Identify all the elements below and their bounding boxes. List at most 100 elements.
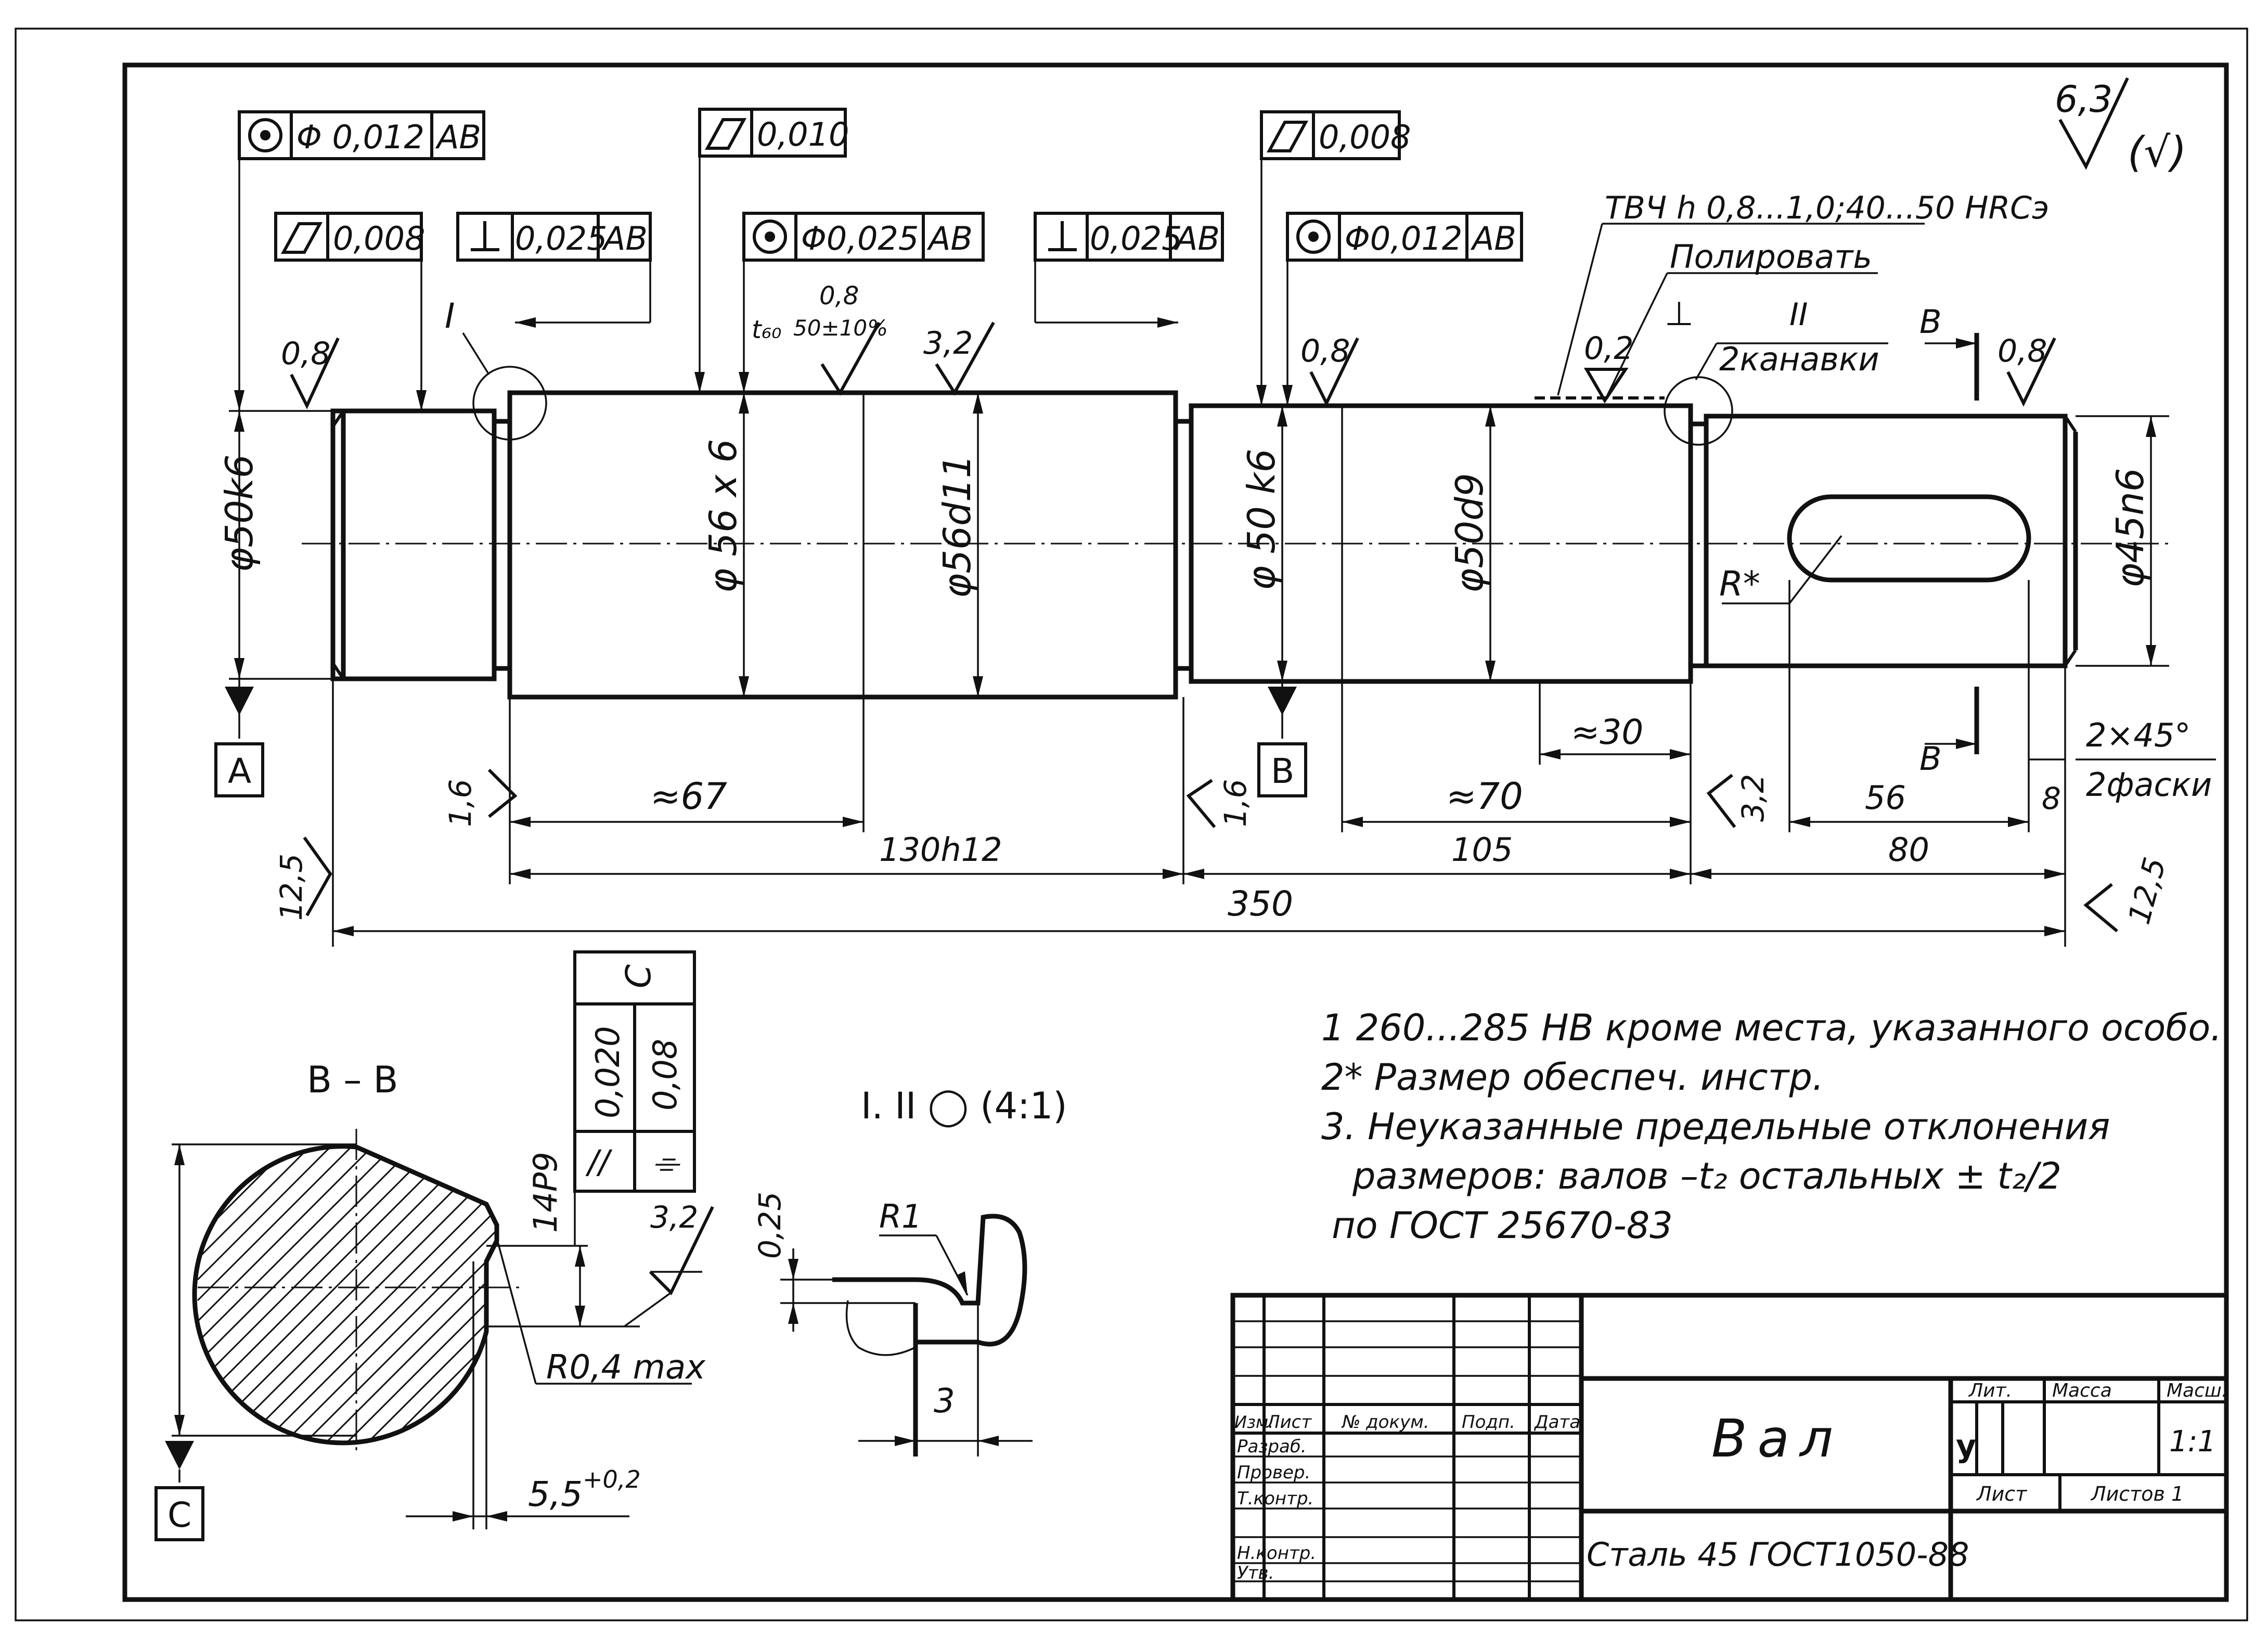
rough-r12: 50±10% [793,315,888,341]
length-dimensions: ≈30 ≈67 ≈70 56 8 2×45° 2фаски 130h12 105 [332,580,2216,947]
rough-r1: 0,8 [281,336,330,372]
tol5-value: Φ0,025 [801,220,919,257]
tolerance-frames: Φ 0,012 AB 0,008 0,025 AB 0,010 Φ0,02 [234,108,1523,411]
detail-radius: R1 [879,1197,922,1235]
tb-col-doc: № докум. [1341,1412,1429,1433]
rough-r3: 0,8 [1300,333,1350,369]
datum-a: A [214,679,264,797]
frame-parallel-value: 0,020 [589,1026,627,1119]
part-name: Вал [1711,1408,1844,1469]
tb-row-prover: Провер. [1237,1462,1310,1483]
heat-treatment-label: ТВЧ h 0,8...1,0;40...50 HRCэ [1605,190,2049,226]
tb-scale-value: 1:1 [2169,1425,2216,1459]
tol8-value: Φ0,012 [1345,220,1462,257]
general-roughness: 6,3 (√) [2055,77,2186,176]
tb-sheets-label: Листов 1 [2090,1483,2184,1505]
note-3: 3. Неуказанные предельные отклонения [1321,1105,2110,1148]
tb-row-tkontr: Т.контр. [1237,1488,1313,1509]
section-roughness: 3,2 [650,1200,698,1235]
dim-a67: ≈67 [650,775,727,818]
technical-notes: 1 260...285 HB кроме места, указанного о… [1321,1007,2222,1247]
tol1-datum: AB [435,118,481,156]
dim-56: 56 [1865,779,1906,817]
rough-r8: 3,2 [1735,774,1771,822]
detail-view: I. II ◯ (4:1) 3 0,25 R1 [752,1085,1067,1456]
title-block: Изм. Лист № докум. Подп. Дата Разраб. Пр… [1230,1293,2229,1602]
dim-d3: φ56d11 [935,455,979,598]
rough-r5: 0,8 [1998,333,2047,369]
tb-col-list: Лист [1266,1412,1312,1433]
dim-d4: φ 50 k6 [1240,449,1283,590]
section-marker-bottom: B [1919,740,1942,778]
dim-a70: ≈70 [1446,775,1523,818]
tb-row-razrab: Разраб. [1237,1436,1307,1457]
material: Сталь 45 ГОСТ1050-88 [1587,1536,1969,1574]
note-1: 1 260...285 HB кроме места, указанного о… [1321,1007,2222,1049]
dim-d6: φ45n6 [2108,468,2152,588]
section-width-tol: 14P9 [526,1152,564,1233]
note-4: размеров: валов –t₂ остальных ± t₂/2 [1352,1155,2061,1197]
section-depth-tol: +0,2 [583,1465,641,1493]
rough-r6: 1,6 [443,779,478,827]
rough-r2: 3,2 [923,325,973,362]
detail-width: 3 [934,1382,955,1421]
tb-col-podp: Подп. [1462,1412,1515,1433]
perp-mark: ⊥ [1665,295,1694,333]
frame-parallel-symbol: // [585,1143,613,1181]
datum-c-label: C [167,1495,191,1535]
tol7-value: 0,008 [1319,118,1411,156]
dim-105: 105 [1451,831,1513,869]
frame-sym-value: 0,08 [646,1039,684,1111]
datum-b-label: B [1271,751,1294,791]
dim-chamfer1: 2×45° [2086,716,2190,754]
dim-8: 8 [2042,781,2061,816]
rough-r10: 12,5 [2121,854,2173,927]
dim-80: 80 [1888,831,1929,869]
tb-row-utv: Утв. [1237,1563,1274,1583]
section-marker-top: B [1919,303,1942,341]
tb-lit-value: у [1956,1428,1976,1464]
dim-a30: ≈30 [1571,712,1643,752]
dim-d1: φ50k6 [217,454,261,572]
grooves-label: 2канавки [1719,340,1879,378]
tol4-value: 0,010 [757,115,849,153]
section-depth: 5,5 [528,1474,583,1514]
detail-i-marker: I [445,296,455,336]
tol5-datum: AB [926,220,973,257]
note-2: 2* Размер обеспеч. инстр. [1321,1056,1824,1099]
diameter-dimensions: φ50k6 φ 56 x 6 φ56d11 φ 50 k6 φ50d9 φ45n… [217,393,2169,697]
tol2-value: 0,008 [333,220,426,257]
frame-datum-c: C [618,964,659,988]
tb-row-nkontr: Н.контр. [1237,1543,1316,1564]
roughness-marks: 0,8 t₆₀ 0,8 50±10% 3,2 0,8 0,2 0,8 1,6 1… [274,281,2173,933]
rough-r4: 0,2 [1584,330,1633,367]
tb-scale-label: Масш. [2167,1380,2227,1401]
datum-b: B [1257,681,1307,797]
tb-col-izm: Изм. [1234,1412,1273,1432]
outer-border [15,28,2248,1621]
section-bb-title: B – B [307,1059,398,1101]
rough-t60: t₆₀ [752,315,781,344]
rough-r9: 12,5 [274,854,309,921]
surface-treatment-notes: ТВЧ h 0,8...1,0;40...50 HRCэ Полировать … [1557,190,2049,778]
detail-depth: 0,25 [752,1192,788,1259]
general-roughness-value: 6,3 [2055,78,2112,121]
tol6-datum: AB [1174,220,1220,257]
frame-sym-symbol: ⌯ [653,1143,680,1181]
r-star-label: R* [1719,564,1760,604]
polish-label: Полировать [1670,238,1872,276]
tol1-value: Φ 0,012 [297,118,424,156]
tol6-value: 0,025 [1090,220,1182,257]
rough-r11: 0,8 [819,281,859,311]
tb-mass-label: Масса [2052,1380,2112,1401]
shaft-main-view: R* I [302,296,2169,700]
tol3-datum: AB [601,220,648,257]
datum-a-label: A [228,751,251,791]
dim-350: 350 [1228,884,1293,924]
detail-title: I. II ◯ (4:1) [861,1085,1067,1128]
dim-chamfer2: 2фаски [2086,766,2212,804]
tol8-datum: AB [1470,220,1516,257]
tol3-value: 0,025 [515,220,608,257]
section-bb: B – B [154,950,714,1541]
